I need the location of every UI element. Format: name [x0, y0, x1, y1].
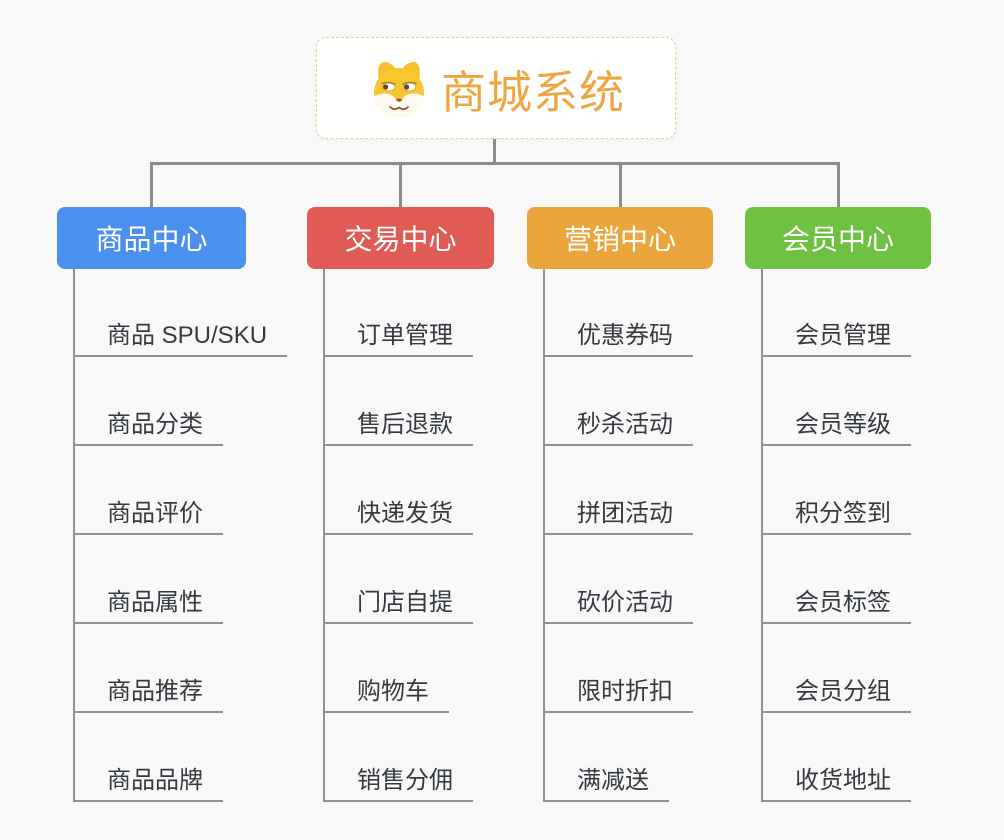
- branch-topic-member-center[interactable]: 会员中心: [745, 207, 931, 269]
- dog-mascot-icon: [373, 62, 424, 118]
- subtopic[interactable]: 会员标签: [761, 586, 911, 624]
- subtopic[interactable]: 会员分组: [761, 675, 911, 713]
- connector-drop-trade-center: [399, 162, 402, 207]
- subtopic[interactable]: 销售分佣: [323, 764, 473, 802]
- subtopic[interactable]: 限时折扣: [543, 675, 693, 713]
- branch-topic-trade-center[interactable]: 交易中心: [307, 207, 494, 269]
- spine-trade-center: [323, 269, 325, 802]
- subtopic[interactable]: 拼团活动: [543, 497, 693, 535]
- subtopic[interactable]: 满减送: [543, 764, 669, 802]
- subtopic[interactable]: 售后退款: [323, 408, 473, 446]
- subtopic[interactable]: 商品属性: [73, 586, 223, 624]
- subtopic[interactable]: 秒杀活动: [543, 408, 693, 446]
- subtopic[interactable]: 商品推荐: [73, 675, 223, 713]
- spine-marketing-center: [543, 269, 545, 802]
- root-topic[interactable]: 商城系统: [316, 37, 676, 139]
- root-topic-label: 商城系统: [440, 66, 625, 118]
- connector-drop-product-center: [150, 162, 153, 207]
- subtopic[interactable]: 会员等级: [761, 408, 911, 446]
- subtopic[interactable]: 快递发货: [323, 497, 473, 535]
- subtopic[interactable]: 会员管理: [761, 319, 911, 357]
- branch-topic-product-center[interactable]: 商品中心: [57, 207, 246, 269]
- subtopic[interactable]: 砍价活动: [543, 586, 693, 624]
- subtopic[interactable]: 积分签到: [761, 497, 911, 535]
- connector-horizontal-rail: [150, 162, 838, 165]
- spine-product-center: [73, 269, 75, 802]
- subtopic[interactable]: 商品品牌: [73, 764, 223, 802]
- connector-root-drop: [493, 139, 496, 165]
- subtopic[interactable]: 商品评价: [73, 497, 223, 535]
- branch-topic-marketing-center[interactable]: 营销中心: [527, 207, 713, 269]
- subtopic[interactable]: 购物车: [323, 675, 449, 713]
- connector-drop-marketing-center: [619, 162, 622, 207]
- subtopic[interactable]: 商品 SPU/SKU: [73, 319, 288, 357]
- subtopic[interactable]: 商品分类: [73, 408, 223, 446]
- subtopic[interactable]: 门店自提: [323, 586, 473, 624]
- subtopic[interactable]: 优惠券码: [543, 319, 693, 357]
- subtopic[interactable]: 订单管理: [323, 319, 473, 357]
- subtopic[interactable]: 收货地址: [761, 764, 911, 802]
- spine-member-center: [761, 269, 763, 802]
- connector-drop-member-center: [837, 162, 840, 207]
